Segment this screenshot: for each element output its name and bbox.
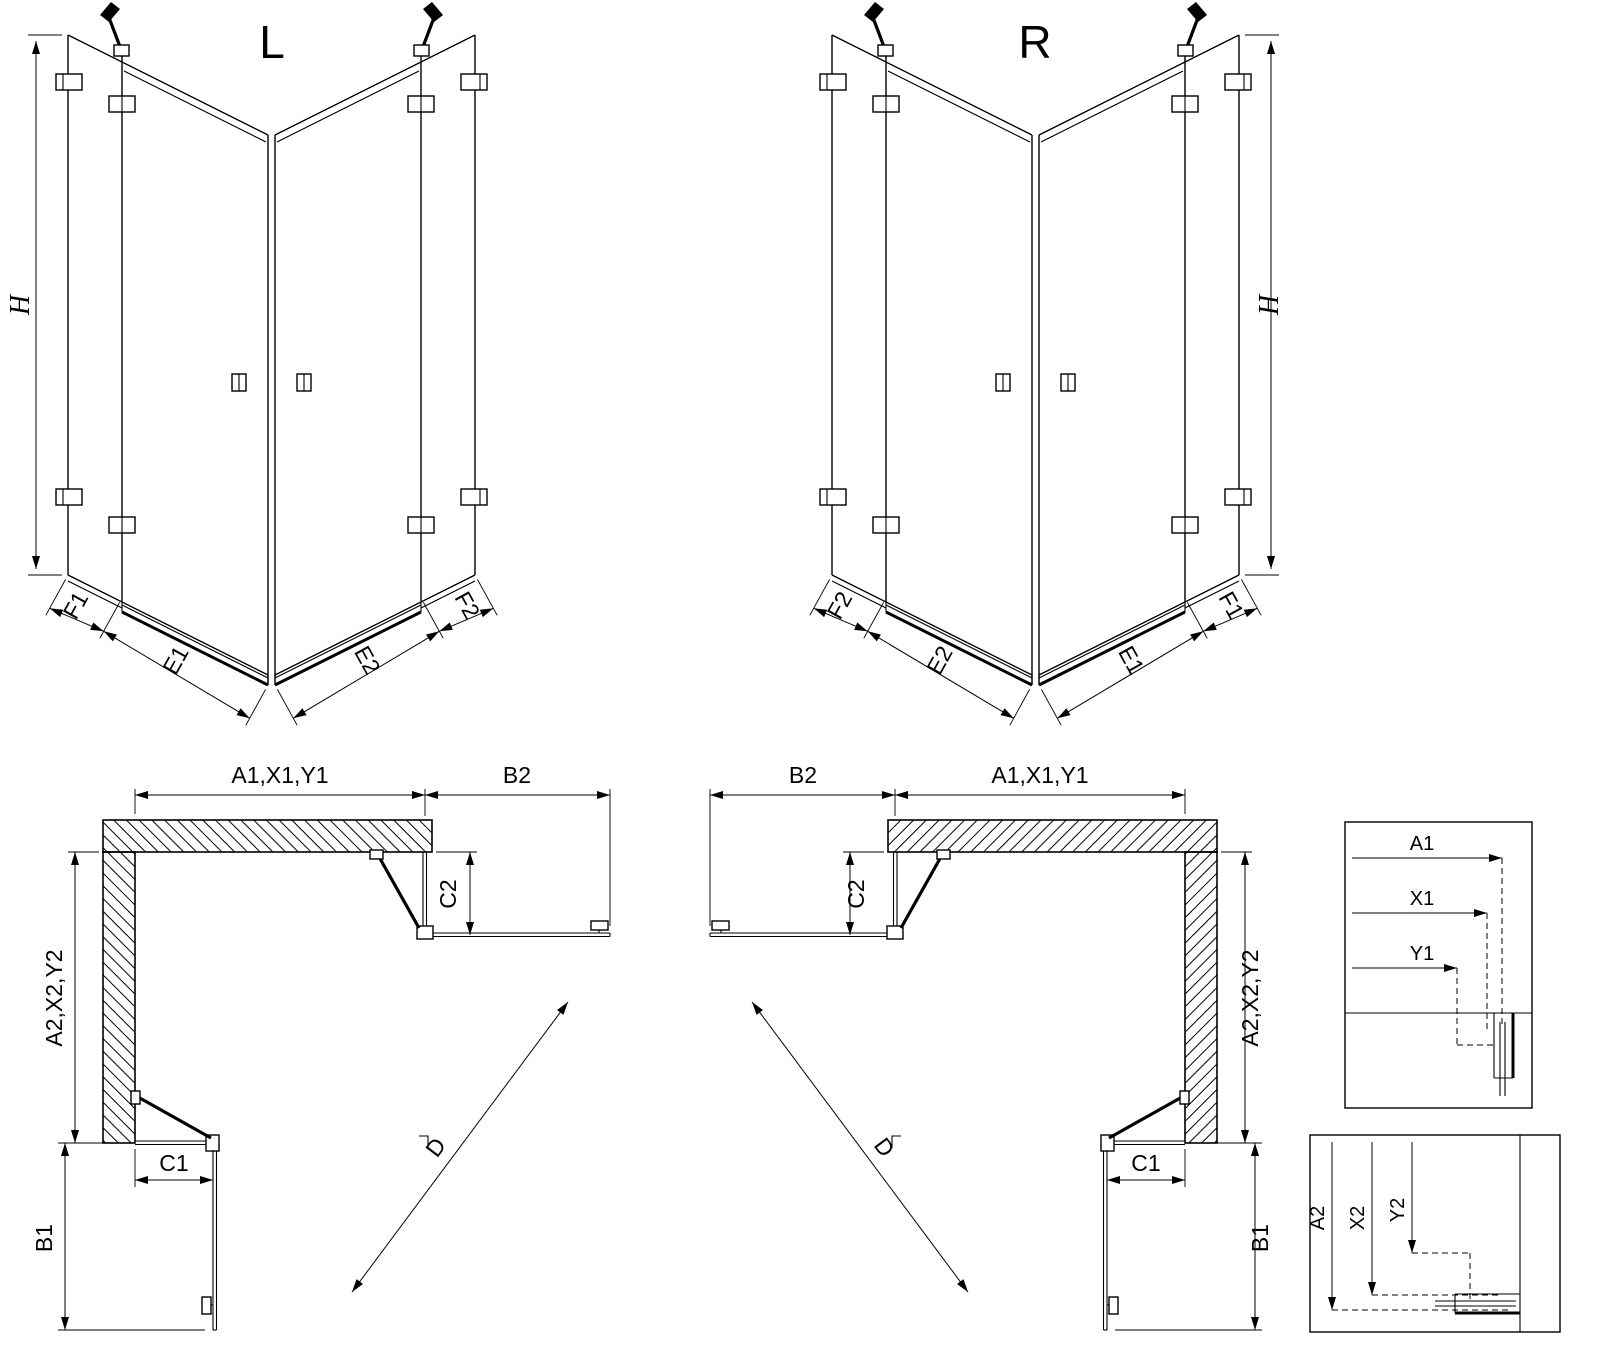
label-c2-right-plan: C2 [843,879,869,908]
label-y2-detail: Y2 [1387,1198,1409,1222]
label-c1-left-plan: C1 [159,1150,188,1176]
label-x1-detail: X1 [1410,888,1434,910]
label-e1-left-view: E1 [157,642,193,679]
label-height-right-view: H [1254,293,1285,316]
right-variant-3d-view [810,2,1279,725]
label-f2-right-view: F2 [822,587,858,623]
label-b1-right-plan: B1 [1247,1224,1273,1252]
detail-width-measurement [1344,821,1533,1109]
label-variant-left: L [259,16,285,68]
detail-depth-measurement [1309,1134,1561,1333]
label-d-right-plan: D [869,1133,900,1162]
label-c1-right-plan: C1 [1131,1150,1160,1176]
label-b2-right-plan: B2 [789,762,817,788]
label-a2x2y2-right-plan: A2,X2,Y2 [1237,949,1263,1046]
label-a1x1y1-right-plan: A1,X1,Y1 [991,762,1088,788]
label-c2-left-plan: C2 [435,879,461,908]
label-a1x1y1-left-plan: A1,X1,Y1 [231,762,328,788]
label-a2x2y2-left-plan: A2,X2,Y2 [41,949,67,1046]
label-height-left-view: H [5,293,36,316]
label-b1-left-plan: B1 [31,1224,57,1252]
label-y1-detail: Y1 [1410,943,1434,965]
label-f1-right-view: F1 [1214,587,1250,623]
label-b2-left-plan: B2 [503,762,531,788]
left-variant-plan-view [58,789,610,1330]
label-a1-detail: A1 [1410,833,1434,855]
left-variant-3d-view [28,2,497,725]
label-f1-left-view: F1 [58,587,94,623]
label-a2-detail: A2 [1307,1206,1329,1230]
label-e2-right-view: E2 [921,642,957,679]
label-d-left-plan: D [420,1133,451,1162]
label-e2-left-view: E2 [349,642,385,679]
label-x2-detail: X2 [1347,1206,1369,1230]
label-variant-right: R [1018,16,1051,68]
label-f2-left-view: F2 [450,587,486,623]
label-e1-right-view: E1 [1113,642,1149,679]
right-variant-plan-view [710,789,1262,1330]
